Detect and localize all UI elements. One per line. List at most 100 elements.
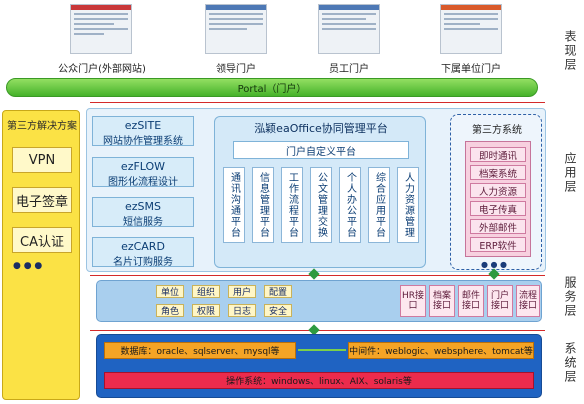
- system-label: 档案系统: [478, 168, 517, 180]
- service-label: 安全: [268, 307, 287, 317]
- third-party-solutions-title: 第三方解决方案: [7, 121, 77, 132]
- portal-customization-platform: 门户自定义平台: [233, 141, 409, 159]
- database-label: 数据库：oracle、sqlserver、mysql等: [120, 347, 280, 357]
- layer-presentation: 表现层: [563, 30, 577, 72]
- layer-application: 应用层: [563, 152, 577, 194]
- os-label: 操作系统：windows、linux、AIX、solaris等: [226, 377, 412, 387]
- os-box: 操作系统：windows、linux、AIX、solaris等: [104, 372, 534, 389]
- system-label: 外部邮件: [478, 222, 517, 234]
- interface-portal: 门户接口: [487, 285, 513, 317]
- layer-system: 系统层: [563, 342, 577, 384]
- service-user: 用户: [228, 285, 256, 298]
- solutions-more-dots: ● ● ●: [13, 261, 43, 271]
- system-archives: 档案系统: [470, 165, 526, 180]
- portal-caption-employee: 员工门户: [329, 64, 369, 75]
- portal-bar: Portal（门户）: [6, 78, 538, 97]
- service-role: 角色: [156, 304, 184, 317]
- module-label: 个人办公平台: [344, 172, 356, 238]
- middleware-box: 中间件：weblogic、websphere、tomcat等: [348, 342, 534, 359]
- interface-label: 流程接口: [518, 291, 537, 311]
- third-party-solutions-panel: 第三方解决方案 VPN 电子签章 CA认证 ● ● ●: [2, 110, 80, 400]
- separator-line: [90, 102, 545, 103]
- module-label: 人力资源管理: [402, 172, 414, 238]
- interface-label: 门户接口: [490, 291, 509, 311]
- service-label: 用户: [232, 288, 251, 298]
- interface-hr: HR接口: [400, 285, 426, 317]
- service-config: 配置: [264, 285, 292, 298]
- module-label: 工作流程平台: [286, 172, 298, 238]
- service-org: 组织: [192, 285, 220, 298]
- module-communication: 通讯沟通平台: [223, 167, 245, 243]
- portal-caption-subunit: 下属单位门户: [441, 64, 501, 75]
- system-label: 即时通讯: [478, 150, 517, 162]
- platform-title: 泓颖eaOffice协同管理平台: [254, 122, 388, 135]
- service-unit: 单位: [156, 285, 184, 298]
- service-label: 角色: [160, 307, 179, 317]
- module-workflow: 工作流程平台: [281, 167, 303, 243]
- service-permission: 权限: [192, 304, 220, 317]
- service-label: 日志: [232, 307, 251, 317]
- system-fax: 电子传真: [470, 201, 526, 216]
- system-hr: 人力资源: [470, 183, 526, 198]
- product-desc: 短信服务: [123, 217, 163, 228]
- solution-label: 电子签章: [15, 194, 68, 210]
- solution-ca: CA认证: [12, 227, 72, 253]
- system-im: 即时通讯: [470, 147, 526, 162]
- database-box: 数据库：oracle、sqlserver、mysql等: [104, 342, 296, 359]
- service-label: 组织: [196, 288, 215, 298]
- layer-service: 服务层: [563, 276, 577, 318]
- product-name: ezSITE: [124, 119, 162, 132]
- product-desc: 名片订购服务: [113, 257, 173, 268]
- portal-caption-leader: 领导门户: [216, 64, 256, 75]
- product-name: ezSMS: [125, 200, 161, 213]
- product-ezsms: ezSMS 短信服务: [92, 197, 194, 228]
- module-personal-office: 个人办公平台: [339, 167, 361, 243]
- eaoffice-platform: 泓颖eaOffice协同管理平台 门户自定义平台 通讯沟通平台 信息管理平台 工…: [214, 116, 426, 268]
- module-label: 综合应用平台: [373, 172, 385, 238]
- middleware-label: 中间件：weblogic、websphere、tomcat等: [349, 347, 533, 357]
- service-label: 单位: [160, 288, 179, 298]
- module-label: 通讯沟通平台: [228, 172, 240, 238]
- solution-label: CA认证: [20, 234, 64, 250]
- system-label: 电子传真: [478, 204, 517, 216]
- product-name: ezCARD: [121, 240, 165, 253]
- system-erp: ERP软件: [470, 237, 526, 252]
- service-label: 配置: [268, 288, 287, 298]
- service-label: 权限: [196, 307, 215, 317]
- service-log: 日志: [228, 304, 256, 317]
- system-label: 人力资源: [478, 186, 517, 198]
- solution-label: VPN: [28, 152, 56, 168]
- interface-email: 邮件接口: [458, 285, 484, 317]
- portal-bar-label: Portal（门户）: [237, 84, 307, 95]
- product-desc: 图形化流程设计: [108, 177, 178, 188]
- portal-screenshot-public: [70, 4, 132, 54]
- module-documents: 公文管理交换: [310, 167, 332, 243]
- systems-more-dots: ● ● ●: [481, 260, 508, 269]
- third-party-systems-title: 第三方系统: [472, 125, 522, 136]
- module-hr-management: 人力资源管理: [397, 167, 419, 243]
- bidirectional-arrow: [298, 349, 346, 351]
- portal-screenshot-employee: [318, 4, 380, 54]
- module-integrated-apps: 综合应用平台: [368, 167, 390, 243]
- portal-screenshot-leader: [205, 4, 267, 54]
- solution-esignature: 电子签章: [12, 187, 72, 213]
- module-label: 信息管理平台: [257, 172, 269, 238]
- interface-archive: 档案接口: [429, 285, 455, 317]
- interface-label: HR接口: [401, 291, 425, 311]
- service-security: 安全: [264, 304, 292, 317]
- third-party-systems-panel: 第三方系统 即时通讯 档案系统 人力资源 电子传真 外部邮件 ERP软件 ● ●…: [450, 114, 542, 270]
- system-label: ERP软件: [479, 240, 517, 252]
- product-name: ezFLOW: [120, 160, 166, 173]
- product-ezsite: ezSITE 网站协作管理系统: [92, 116, 194, 147]
- module-label: 公文管理交换: [315, 172, 327, 238]
- custom-platform-label: 门户自定义平台: [286, 146, 356, 158]
- interface-label: 档案接口: [432, 291, 451, 311]
- module-information: 信息管理平台: [252, 167, 274, 243]
- interface-workflow: 流程接口: [516, 285, 540, 317]
- product-ezcard: ezCARD 名片订购服务: [92, 237, 194, 268]
- portal-caption-public: 公众门户(外部网站): [58, 64, 146, 75]
- portal-screenshot-subunit: [440, 4, 502, 54]
- interface-label: 邮件接口: [461, 291, 480, 311]
- product-ezflow: ezFLOW 图形化流程设计: [92, 157, 194, 188]
- solution-vpn: VPN: [12, 147, 72, 173]
